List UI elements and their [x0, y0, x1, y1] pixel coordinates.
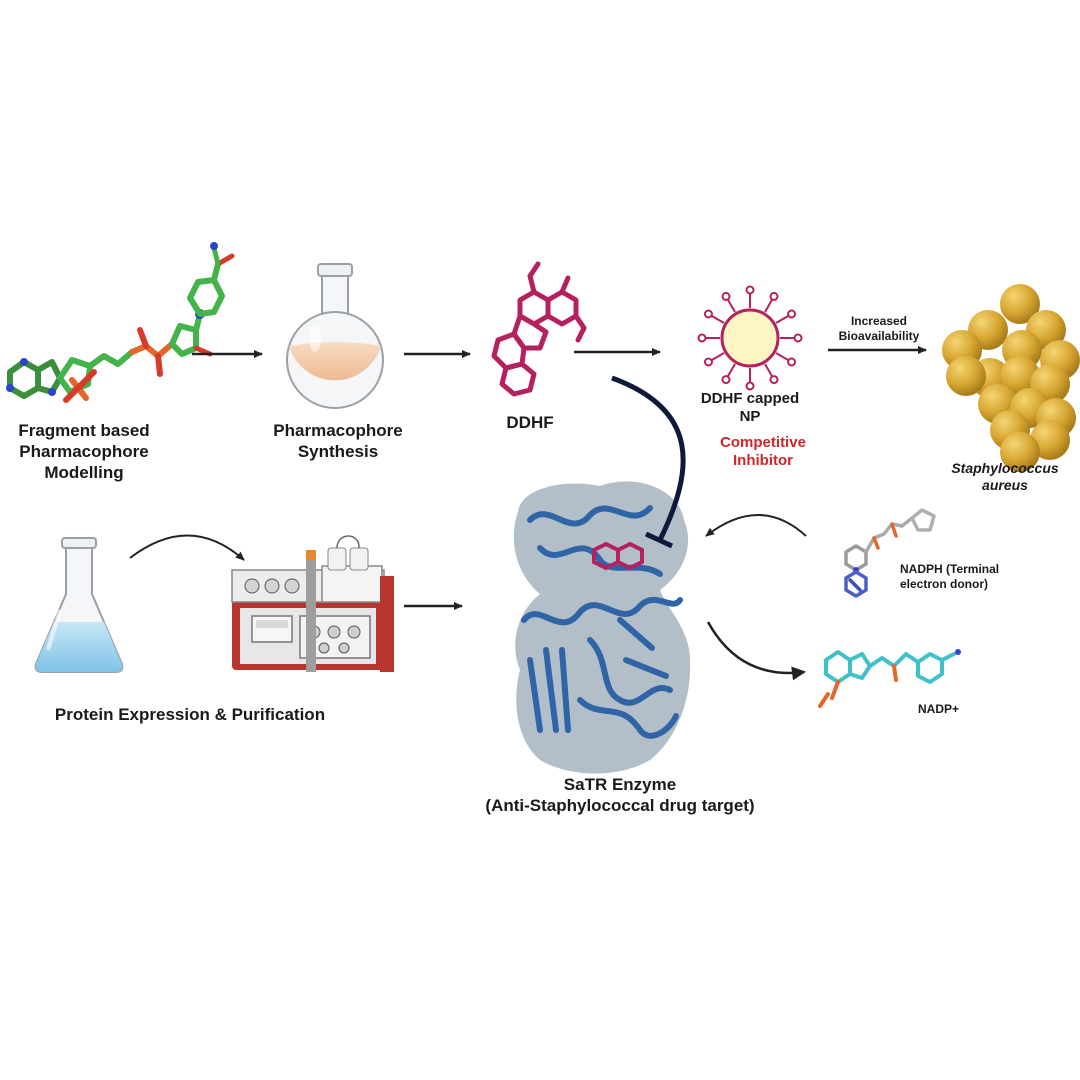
protein-expression-label: Protein Expression & Purification: [30, 704, 350, 725]
nadp-label-text: NADP+: [918, 702, 960, 716]
fragment-label-line3: Modelling: [44, 463, 124, 482]
inhibitor-label: Competitive Inhibitor: [708, 434, 818, 470]
inhibitor-label-line1: Competitive: [720, 434, 806, 451]
synthesis-label: Pharmacophore Synthesis: [258, 420, 418, 462]
ddhf-molecule-icon: [491, 261, 587, 397]
inhibition-bar: [644, 531, 674, 549]
np-label: DDHF capped NP: [690, 390, 810, 426]
bioavailability-label: Increased Bioavailability: [824, 314, 934, 344]
bacteria-label-line1: Staphylococcus: [951, 460, 1059, 476]
bioavailability-label-line2: Bioavailability: [838, 329, 920, 343]
arrow-flask-to-purification: [129, 534, 245, 561]
bacteria-label: Staphylococcus aureus: [940, 460, 1070, 494]
bioavailability-label-line1: Increased: [850, 314, 908, 328]
nadph-label: NADPH (Terminal electron donor): [900, 562, 1020, 592]
protein-expression-label-text: Protein Expression & Purification: [54, 705, 326, 724]
nadph-label-line1: NADPH (Terminal: [900, 562, 1000, 576]
chromatography-system-icon: [231, 535, 394, 672]
arrow-nadph-to-enzyme: [705, 514, 807, 537]
nadp-molecule-icon: [818, 649, 961, 708]
round-bottom-flask-icon: [286, 263, 384, 409]
nadph-molecule-icon: [6, 242, 235, 403]
nadp-label: NADP+: [918, 702, 988, 717]
nadph-small-molecule-icon: [844, 508, 936, 598]
ddhf-label: DDHF: [490, 412, 570, 433]
arrow-enzyme-to-nadp: [706, 621, 806, 681]
inhibitor-label-line2: Inhibitor: [733, 452, 793, 469]
nanoparticle-icon: [697, 285, 803, 391]
enzyme-label-line2: (Anti-Staphylococcal drug target): [485, 796, 755, 815]
bacteria-label-line2: aureus: [982, 477, 1028, 493]
nadph-label-line2: electron donor): [900, 577, 989, 591]
enzyme-label: SaTR Enzyme (Anti-Staphylococcal drug ta…: [460, 774, 780, 816]
protein-structure-icon: [513, 481, 691, 774]
ddhf-label-text: DDHF: [506, 413, 554, 432]
erlenmeyer-flask-icon: [34, 537, 124, 673]
synthesis-label-line2: Synthesis: [297, 442, 379, 461]
fragment-label: Fragment based Pharmacophore Modelling: [4, 420, 164, 483]
synthesis-label-line1: Pharmacophore: [273, 421, 403, 440]
fragment-label-line1: Fragment based: [18, 421, 150, 440]
np-label-line1: DDHF capped: [700, 390, 800, 407]
fragment-label-line2: Pharmacophore: [19, 442, 149, 461]
inhibition-arrow: [611, 375, 686, 542]
staphylococcus-cluster-icon: [942, 284, 1080, 472]
np-label-line2: NP: [739, 408, 761, 425]
enzyme-label-line1: SaTR Enzyme: [563, 775, 677, 794]
